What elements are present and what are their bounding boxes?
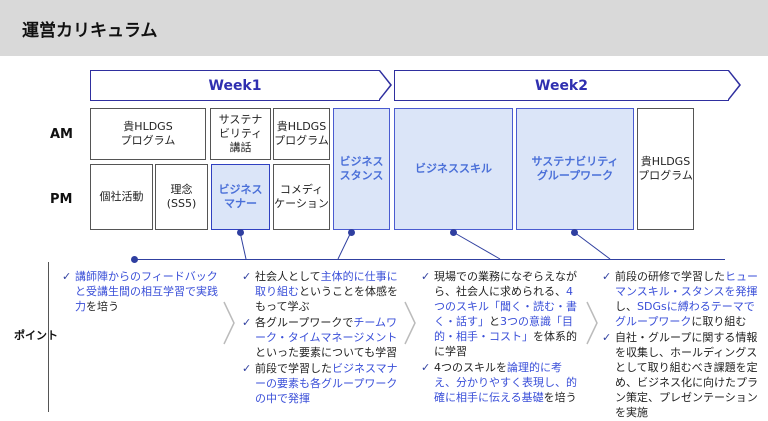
point-text: 4つのスキルを (434, 361, 507, 374)
cell-am-hldgs-2: 貴HLDGS プログラム (273, 108, 330, 160)
point-highlight-text: チームワーク・タイムマネージメント (255, 316, 398, 344)
check-icon: ✓ (421, 361, 431, 374)
point-text: し、 (615, 300, 637, 313)
row-label-am: AM (50, 127, 73, 142)
chevron-right-icon (586, 301, 598, 345)
week1-label: Week1 (208, 77, 262, 94)
check-icon: ✓ (242, 270, 252, 283)
point-item: ✓現場での業務になぞらえながら、社会人に求められる、4つのスキル「聞く・読む・書… (421, 269, 581, 359)
cell-business-skill: ビジネススキル (394, 108, 513, 230)
points-col-4: ✓前段の研修で学習したヒューマンスキル・スタンスを発揮し、SDGsに縛わるテーマ… (602, 269, 758, 421)
connector-dot-3 (348, 229, 355, 236)
header-bar: 運営カリキュラム (0, 0, 768, 56)
points-col-3: ✓現場での業務になぞらえながら、社会人に求められる、4つのスキル「聞く・読む・書… (421, 269, 581, 406)
point-item: ✓4つのスキルを論理的に考え、分かりやすく表現し、的確に相手に伝える基礎を培う (421, 360, 581, 405)
cell-pm-company: 個社活動 (90, 164, 153, 230)
point-item: ✓各グループワークでチームワーク・タイムマネージメントといった要素についても学習 (242, 315, 400, 360)
week2-banner: Week2 (394, 70, 729, 101)
point-text: を培う (543, 391, 577, 404)
chevron-right-icon (223, 301, 235, 345)
cell-sustain-lecture: サステナ ビリティ 講話 (210, 108, 271, 160)
points-label: ポイント (14, 329, 58, 342)
point-item: ✓講師陣からのフィードバックと受講生間の相互学習で実践力を培う (62, 269, 220, 314)
cell-sustain-groupwork: サステナビリティ グループワーク (516, 108, 634, 230)
connector-line (135, 259, 725, 260)
point-text: 前段の研修で学習した (615, 270, 725, 283)
page-title: 運営カリキュラム (22, 21, 158, 41)
point-text: と (489, 315, 500, 328)
cell-am-hldgs: 貴HLDGS プログラム (90, 108, 206, 160)
points-divider (48, 262, 49, 412)
point-item: ✓自社・グループに関する情報を収集し、ホールディングスとして取り組むべき課題を定… (602, 330, 758, 420)
week1-arrow-tip-fill (379, 71, 390, 99)
row-label-pm: PM (50, 192, 73, 207)
chevron-right-icon (404, 301, 416, 345)
point-highlight-text: 3つの意識「目的・相手・コスト」 (434, 315, 573, 343)
point-highlight-text: 主体的に仕事に取り組む (255, 270, 398, 298)
point-text: 自社・グループに関する情報を収集し、ホールディングスとして取り組むべき課題を定め… (615, 331, 758, 419)
point-item: ✓前段の研修で学習したヒューマンスキル・スタンスを発揮し、SDGsに縛わるテーマ… (602, 269, 758, 329)
week1-banner: Week1 (90, 70, 380, 101)
cell-final-hldgs: 貴HLDGS プログラム (637, 108, 694, 230)
cell-pm-business-manner: ビジネス マナー (211, 164, 270, 230)
point-text: を体系的に学習 (434, 330, 577, 358)
point-text: ということを体感をもって学ぶ (255, 285, 398, 313)
check-icon: ✓ (62, 270, 72, 283)
check-icon: ✓ (602, 270, 612, 283)
point-highlight-text: 講師陣からのフィードバックと受講生間の相互学習で実践力 (75, 270, 218, 313)
point-highlight-text: SDGsに縛わるテーマでグループワーク (615, 300, 755, 328)
point-highlight-text: 4つのスキル「聞く・読む・書く・話す」 (434, 285, 577, 328)
point-text: 各グループワークで (255, 316, 354, 329)
point-text: 社会人として (255, 270, 321, 283)
point-item: ✓社会人として主体的に仕事に取り組むということを体感をもって学ぶ (242, 269, 400, 314)
point-text: に取り組む (691, 315, 747, 328)
point-text: といった要素についても学習 (255, 346, 398, 359)
points-col-1: ✓講師陣からのフィードバックと受講生間の相互学習で実践力を培う (62, 269, 220, 315)
check-icon: ✓ (242, 316, 252, 329)
points-col-2: ✓社会人として主体的に仕事に取り組むということを体感をもって学ぶ✓各グループワー… (242, 269, 400, 407)
point-item: ✓前段で学習したビジネスマナーの要素も各グループワークの中で発揮 (242, 361, 400, 406)
point-highlight-text: ヒューマンスキル・スタンスを発揮 (615, 270, 758, 298)
cell-pm-comedy: コメディ ケーション (273, 164, 330, 230)
week2-label: Week2 (535, 77, 588, 94)
point-text: 現場での業務になぞらえながら、社会人に求められる、 (434, 270, 577, 298)
check-icon: ✓ (602, 331, 612, 344)
check-icon: ✓ (421, 270, 431, 283)
cell-pm-rinen: 理念 (SS5) (155, 164, 208, 230)
connector-dot-1 (131, 256, 138, 263)
cell-business-stance: ビジネス スタンス (333, 108, 390, 230)
point-highlight-text: 論理的に考え、分かりやすく表現し、的確に相手に伝える基礎 (434, 361, 577, 404)
point-text: を培う (86, 300, 119, 313)
week2-arrow-tip-fill (728, 71, 739, 99)
check-icon: ✓ (242, 362, 252, 375)
point-text: 前段で学習した (255, 362, 332, 375)
point-highlight-text: ビジネスマナーの要素も各グループワークの中で発揮 (255, 362, 398, 405)
